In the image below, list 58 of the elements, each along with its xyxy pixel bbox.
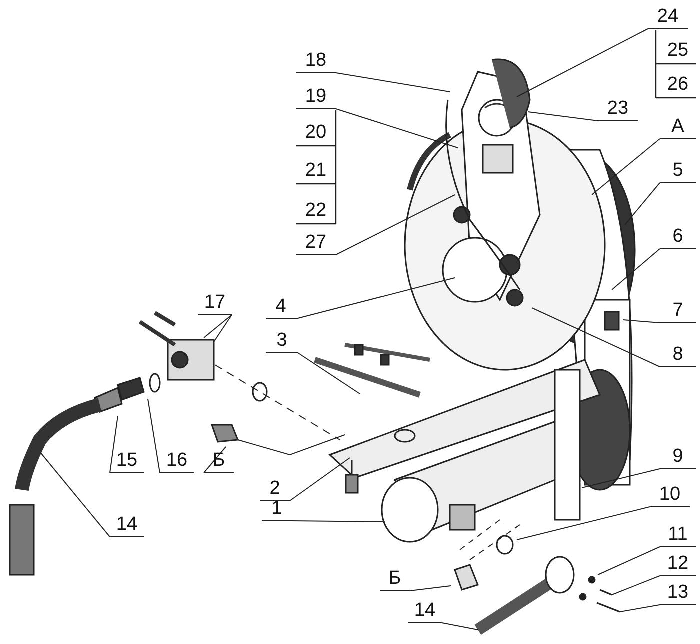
leader-line bbox=[516, 506, 650, 540]
callout-number: 15 bbox=[110, 450, 144, 473]
leader-line bbox=[620, 604, 660, 612]
callout-number: 24 bbox=[648, 6, 688, 29]
leader-line bbox=[528, 112, 598, 122]
callout-number: 19 bbox=[296, 86, 336, 109]
callout-number: 9 bbox=[660, 446, 696, 469]
callout-number: Б bbox=[380, 568, 410, 591]
callout-number: 25 bbox=[666, 40, 690, 62]
leader-line bbox=[40, 452, 110, 538]
leader-line bbox=[598, 546, 660, 576]
leader-line bbox=[290, 458, 350, 502]
leader-line bbox=[516, 28, 648, 98]
leader-line bbox=[204, 314, 232, 338]
leader-line bbox=[442, 622, 478, 630]
callout-number: 14 bbox=[110, 514, 144, 537]
callout-number: 14 bbox=[408, 600, 442, 623]
callout-number: 21 bbox=[304, 160, 328, 182]
callout-number: 20 bbox=[304, 122, 328, 144]
callout-number: 4 bbox=[266, 296, 296, 319]
leader-line bbox=[298, 352, 360, 394]
leader-line bbox=[624, 182, 660, 226]
leader-line bbox=[204, 446, 226, 474]
callout-number: 2 bbox=[260, 478, 290, 501]
callout-number: Б bbox=[204, 450, 234, 473]
callout-number: 10 bbox=[650, 484, 690, 507]
callout-number: 26 bbox=[666, 74, 690, 96]
leader-line bbox=[582, 468, 660, 488]
callout-number: 13 bbox=[660, 582, 696, 605]
callout-number: 3 bbox=[266, 330, 298, 353]
callout-number: 1 bbox=[262, 498, 292, 521]
leader-line bbox=[612, 576, 660, 596]
leader-line bbox=[110, 416, 118, 474]
leader-line bbox=[214, 314, 232, 342]
leader-line bbox=[292, 520, 386, 522]
callout-number: 8 bbox=[660, 344, 696, 367]
leader-line bbox=[336, 194, 456, 256]
callout-number: 11 bbox=[660, 524, 696, 547]
callout-number: 7 bbox=[660, 300, 696, 323]
callout-number: 18 bbox=[296, 50, 336, 73]
callout-number: 23 bbox=[598, 98, 638, 121]
leader-line bbox=[148, 398, 160, 474]
leader-line bbox=[336, 72, 450, 92]
leader-line bbox=[592, 138, 660, 196]
leader-line bbox=[410, 586, 452, 592]
leader-line bbox=[612, 248, 660, 290]
callout-number: 22 bbox=[304, 200, 328, 222]
callout-number: 5 bbox=[660, 160, 696, 183]
callout-number: 6 bbox=[660, 226, 696, 249]
callout-number: 17 bbox=[198, 292, 232, 315]
callout-number: 27 bbox=[296, 232, 336, 255]
leader-line bbox=[532, 308, 660, 368]
callout-number: 12 bbox=[660, 553, 696, 576]
callout-number: А bbox=[660, 116, 696, 139]
leader-line bbox=[296, 278, 456, 320]
leader-line bbox=[336, 108, 458, 148]
leader-line bbox=[622, 320, 660, 324]
callout-number: 16 bbox=[160, 450, 194, 473]
